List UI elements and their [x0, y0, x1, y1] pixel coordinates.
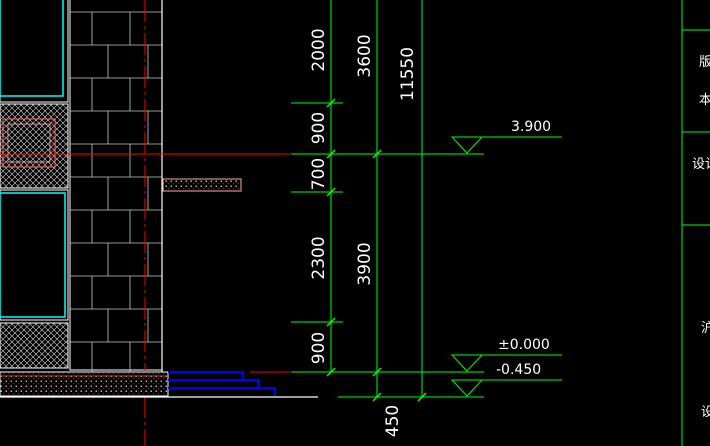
- dim-900-upper: 900: [309, 112, 329, 144]
- elev-mark-upper: [450, 136, 484, 154]
- dim-900-lower: 900: [309, 332, 329, 364]
- entrance-steps: [168, 371, 276, 396]
- title-block: [681, 0, 710, 446]
- title-block-text-1: 版: [699, 55, 710, 70]
- elevation-upper: 3.900: [511, 119, 551, 135]
- dim-2300: 2300: [309, 236, 329, 279]
- upper-window: [0, 0, 69, 103]
- canopy-slab: [162, 178, 242, 192]
- dimension-lines: [291, 0, 484, 402]
- title-block-text-5: 设: [701, 405, 710, 420]
- dim-700: 700: [309, 158, 329, 190]
- lower-window: [0, 189, 69, 321]
- elevation-markers: [450, 136, 562, 397]
- title-block-text-4: 沪: [701, 320, 710, 336]
- dim-3900: 3900: [355, 242, 375, 285]
- spandrel-panel: [2, 118, 56, 168]
- elev-mark-ground: [450, 354, 484, 372]
- dim-2000: 2000: [309, 28, 329, 71]
- lower-spandrel: [0, 322, 69, 369]
- elevation-exterior: -0.450: [496, 362, 541, 378]
- upper-window-glass: [0, 0, 64, 97]
- brick-column: [69, 0, 163, 371]
- dim-450: 450: [383, 405, 403, 437]
- dim-11550: 11550: [398, 47, 418, 101]
- elev-mark-exterior: [450, 379, 484, 397]
- elevation-ground: ±0.000: [498, 337, 550, 353]
- wall-section: [0, 0, 318, 446]
- dim-3600: 3600: [355, 34, 375, 77]
- title-block-text-3: 设计: [692, 157, 710, 172]
- lower-window-glass: [0, 192, 66, 318]
- dimension-labels: 2000 900 700 2300 900 3600 3900 11550 45…: [309, 28, 418, 437]
- title-block-text-2: 本: [699, 93, 710, 108]
